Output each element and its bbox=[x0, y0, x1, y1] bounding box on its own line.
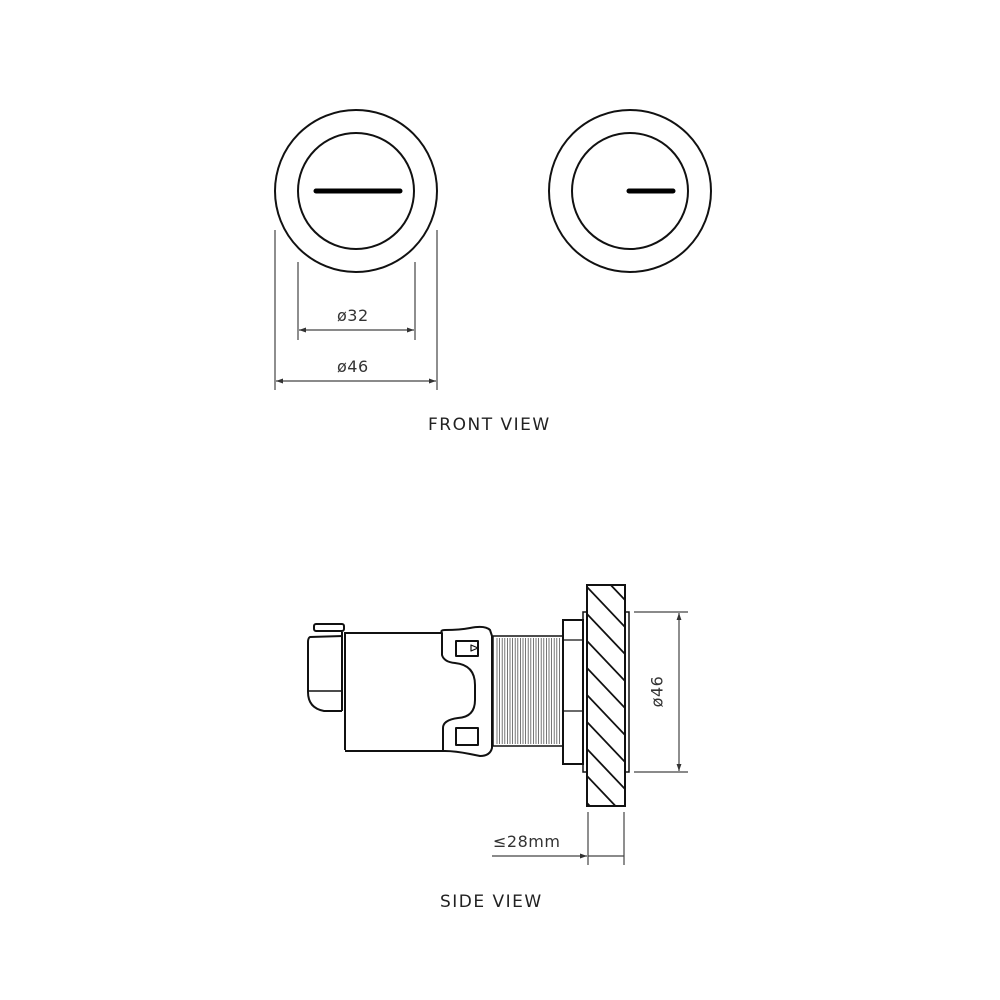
front-dimension-lines bbox=[274, 230, 438, 390]
front-view-title: FRONT VIEW bbox=[428, 415, 551, 435]
thread-lines bbox=[496, 638, 560, 744]
side-view-title: SIDE VIEW bbox=[440, 892, 543, 912]
full-flush-button bbox=[274, 109, 438, 273]
side-dimension-lines bbox=[492, 611, 688, 865]
side-view-nut-and-plate bbox=[562, 584, 630, 807]
half-flush-button bbox=[548, 109, 712, 273]
side-view-drawing bbox=[307, 623, 564, 757]
inner-diameter-label: ø32 bbox=[337, 306, 369, 325]
plate-diameter-label: ø46 bbox=[647, 675, 667, 708]
wall-hatch bbox=[587, 585, 625, 806]
outer-diameter-label: ø46 bbox=[337, 357, 369, 376]
wall-thickness-label: ≤28mm bbox=[493, 832, 561, 851]
